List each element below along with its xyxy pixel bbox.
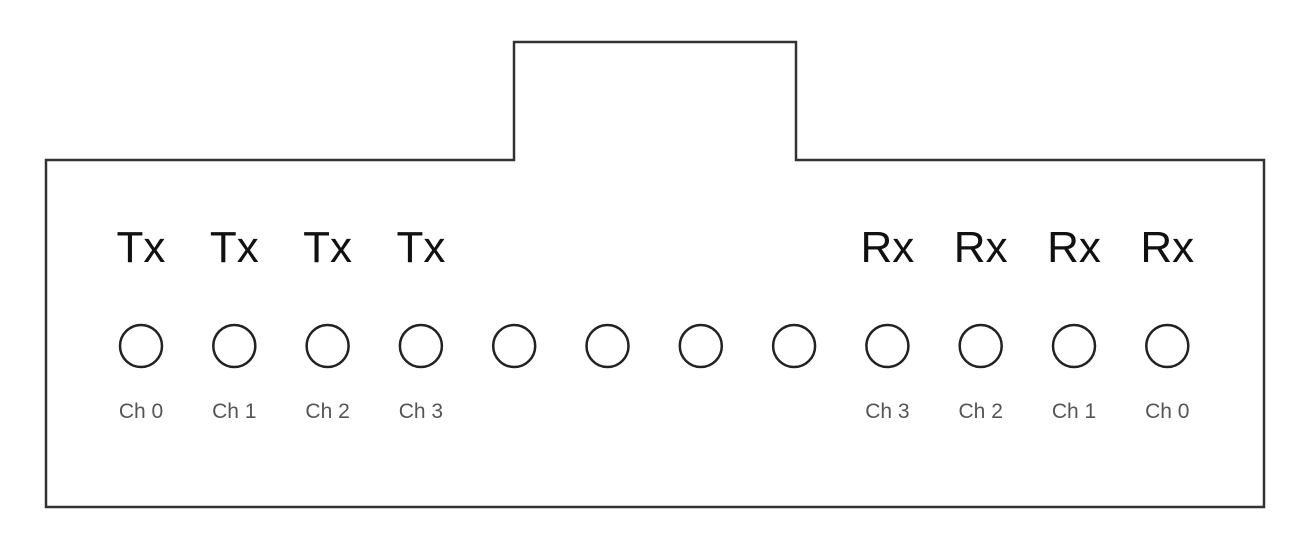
fiber-port-2 [212, 323, 257, 369]
port-type-label-2: Tx [210, 223, 259, 272]
fiber-port-4 [398, 323, 444, 369]
port-type-label-9: Rx [861, 223, 915, 272]
port-type-label-11: Rx [1047, 223, 1101, 272]
channel-label-3: Ch 2 [305, 400, 349, 423]
port-type-label-12: Rx [1140, 223, 1194, 272]
fiber-port-1 [118, 323, 164, 369]
connector-body-outline [44, 40, 1266, 509]
channel-label-1: Ch 0 [119, 400, 163, 423]
fiber-port-5 [491, 323, 537, 369]
channel-label-2: Ch 1 [212, 400, 256, 423]
fiber-port-9 [865, 323, 910, 369]
channel-label-10: Ch 2 [959, 400, 1003, 423]
fiber-port-3 [305, 323, 350, 369]
fiber-ports [118, 323, 1190, 369]
port-type-label-4: Tx [396, 223, 445, 272]
fiber-port-6 [585, 323, 630, 369]
port-type-labels: Tx Tx Tx Tx Rx Rx Rx Rx [117, 223, 1195, 272]
fiber-port-8 [771, 323, 817, 369]
channel-label-9: Ch 3 [865, 400, 909, 423]
port-type-label-10: Rx [954, 223, 1008, 272]
fiber-port-12 [1145, 323, 1190, 369]
fiber-port-7 [678, 323, 724, 369]
channel-label-11: Ch 1 [1052, 400, 1096, 423]
channel-labels: Ch 0 Ch 1 Ch 2 Ch 3 Ch 3 Ch 2 Ch 1 Ch 0 [119, 400, 1190, 423]
fiber-port-11 [1051, 323, 1097, 369]
channel-label-12: Ch 0 [1145, 400, 1189, 423]
channel-label-4: Ch 3 [399, 400, 443, 423]
port-type-label-3: Tx [303, 223, 352, 272]
port-type-label-1: Tx [117, 223, 166, 272]
fiber-port-10 [958, 323, 1003, 369]
